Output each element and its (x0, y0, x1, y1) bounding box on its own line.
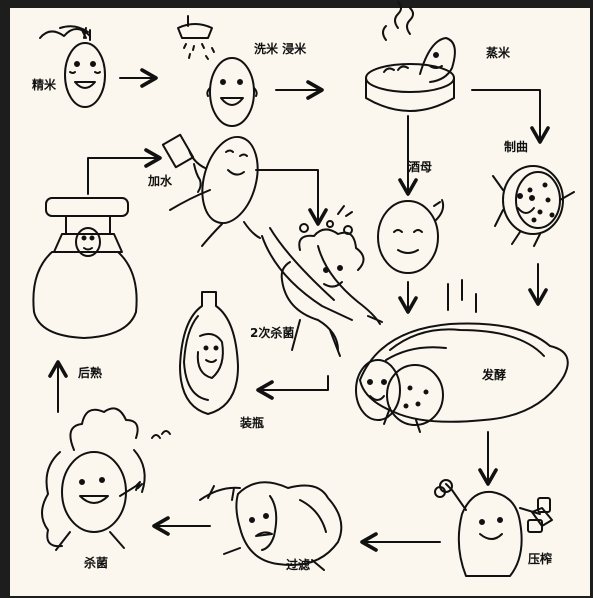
adding-water-character (163, 131, 267, 246)
arrow-addwater-to-second-sterilize (256, 170, 318, 224)
koji-character (493, 166, 574, 246)
arrow-steam-to-koji (472, 90, 540, 142)
label-second-sterilize: 2次杀菌 (250, 326, 294, 340)
sterilization-character (42, 408, 170, 550)
label-filter: 过滤 (286, 558, 310, 572)
label-steam: 蒸米 (486, 46, 510, 60)
aging-jar-character (33, 198, 136, 338)
arrow-second-sterilize-to-bottle (258, 376, 328, 390)
steaming-rice-character (366, 2, 455, 111)
label-sterilize: 杀菌 (84, 556, 108, 570)
fermentation-character (356, 280, 568, 432)
label-ferment: 发酵 (482, 368, 506, 382)
bottling-character (180, 292, 238, 414)
label-press: 压榨 (528, 552, 552, 566)
filtering-character (200, 482, 341, 570)
label-koji: 制曲 (504, 140, 528, 154)
yeast-starter-character (378, 200, 443, 273)
label-bottle: 装瓶 (240, 416, 264, 430)
label-add-water: 加水 (148, 174, 172, 188)
polished-rice-character (40, 26, 105, 107)
label-yeast: 酒母 (408, 160, 432, 174)
washing-rice-character (178, 16, 257, 126)
label-age: 后熟 (78, 366, 102, 380)
label-wash-soak: 洗米 浸米 (254, 42, 306, 56)
label-polish: 精米 (32, 78, 56, 92)
